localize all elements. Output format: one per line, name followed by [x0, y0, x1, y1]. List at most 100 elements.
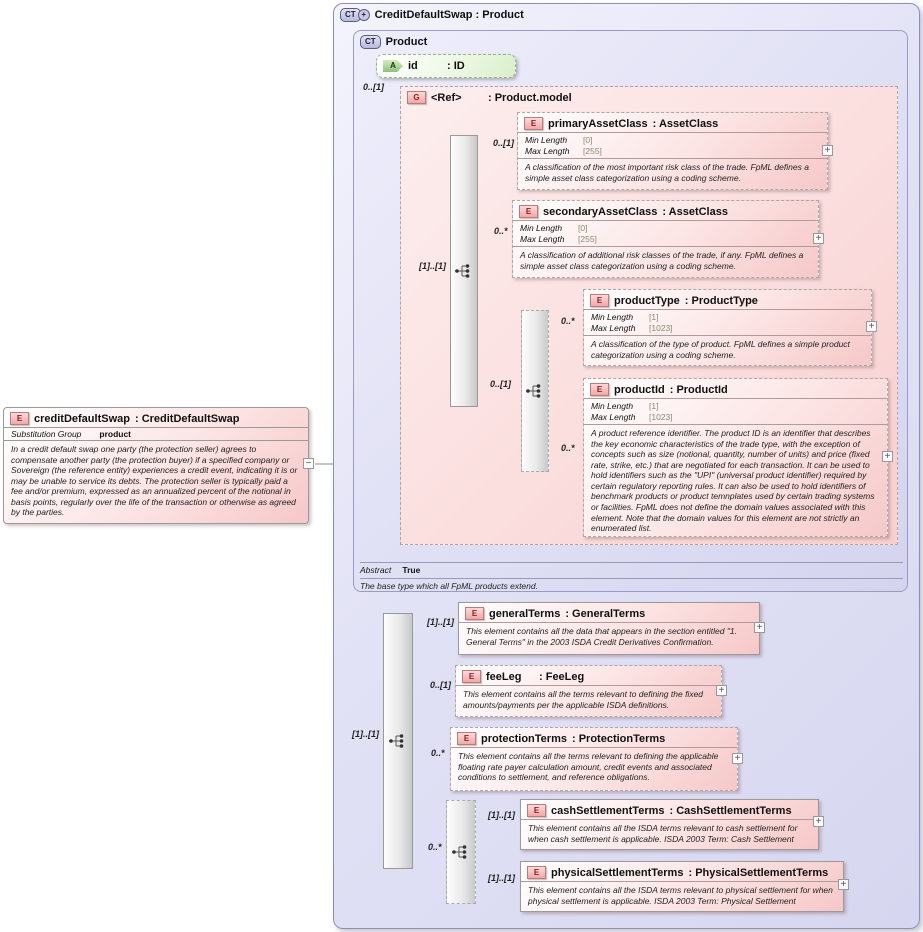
expand-button[interactable]: +	[866, 321, 877, 332]
sequence-connector-cds-terms	[383, 613, 413, 869]
facet-label: Max Length	[520, 233, 565, 244]
expand-button[interactable]: +	[838, 879, 849, 890]
element-name: secondaryAssetClass	[543, 205, 658, 218]
element-icon: E	[524, 117, 543, 130]
facet-value: [255]	[583, 145, 602, 156]
cardinality-fee-leg: 0..[1]	[430, 680, 452, 690]
element-icon: E	[590, 383, 609, 396]
element-box-secondary-asset-class[interactable]: E secondaryAssetClass : AssetClass Min L…	[512, 200, 819, 278]
attribute-icon: A	[383, 60, 403, 72]
element-type: : GeneralTerms	[565, 607, 646, 620]
element-icon: E	[10, 412, 29, 425]
element-icon: E	[519, 205, 538, 218]
element-box-physical-settlement-terms[interactable]: E physicalSettlementTerms : PhysicalSett…	[520, 861, 844, 912]
element-icon: E	[527, 804, 546, 817]
element-box-product-id[interactable]: E productId : ProductId Min Length [1] Ma…	[583, 378, 888, 537]
expand-button[interactable]: +	[882, 451, 893, 462]
expand-button[interactable]: +	[754, 622, 765, 633]
facet-value: [1023]	[649, 411, 673, 422]
facet-value: [1]	[649, 312, 659, 322]
facet-label: Max Length	[591, 411, 636, 422]
attribute-box-id[interactable]: A id : ID	[376, 54, 516, 78]
element-description: This element contains all the ISDA terms…	[521, 819, 818, 847]
abstract-row: Abstract True	[360, 562, 903, 575]
facet-value: [1]	[649, 401, 659, 411]
facet-label: Min Length	[525, 135, 568, 145]
facet-value: [1023]	[649, 322, 673, 333]
sequence-connector-product-ids	[521, 310, 549, 472]
element-name: cashSettlementTerms	[551, 804, 665, 817]
group-icon: G	[407, 91, 426, 104]
cardinality-cash-settlement: [1]..[1]	[488, 810, 515, 820]
element-box-general-terms[interactable]: E generalTerms : GeneralTerms This eleme…	[458, 602, 760, 655]
root-type-title: CreditDefaultSwap : Product	[374, 9, 524, 21]
substitution-group-value: product	[99, 429, 132, 439]
element-type: : AssetClass	[662, 205, 728, 218]
cardinality-seq-inner: 0..[1]	[490, 379, 512, 389]
element-type: : CashSettlementTerms	[669, 804, 792, 817]
element-name: productId	[614, 383, 665, 396]
expand-button[interactable]: +	[732, 753, 743, 764]
sequence-icon	[526, 384, 541, 398]
sequence-icon	[452, 845, 467, 859]
element-description: A classification of additional risk clas…	[520, 250, 804, 271]
substitution-group-label: Substitution Group	[11, 429, 82, 439]
base-type-header: CT Product	[354, 31, 907, 51]
cardinality-protection-terms: 0..*	[431, 748, 445, 758]
abstract-value: True	[402, 565, 421, 575]
element-name: generalTerms	[489, 607, 561, 620]
cardinality-secondary: 0..*	[494, 226, 508, 236]
element-description: This element contains all the ISDA terms…	[521, 881, 843, 909]
expand-button[interactable]: +	[716, 685, 727, 696]
element-icon: E	[527, 866, 546, 879]
element-name: productType	[614, 294, 680, 307]
element-type: : FeeLeg	[539, 670, 585, 683]
element-icon: E	[465, 607, 484, 620]
element-description: This element contains all the data that …	[459, 622, 759, 650]
expand-button[interactable]: +	[822, 145, 833, 156]
element-box-primary-asset-class[interactable]: E primaryAssetClass : AssetClass Min Len…	[517, 112, 828, 190]
sequence-connector-settlement	[446, 800, 476, 904]
facet-label: Min Length	[591, 312, 634, 322]
element-description: This element contains all the terms rele…	[456, 685, 721, 713]
attribute-type: : ID	[447, 60, 465, 72]
facets: Min Length[0] Max Length[255]	[518, 132, 827, 160]
element-type: : CreditDefaultSwap	[134, 412, 240, 425]
collapse-button[interactable]: −	[303, 458, 314, 469]
element-type: : ProtectionTerms	[571, 732, 666, 745]
element-name: protectionTerms	[481, 732, 567, 745]
attribute-name: id	[408, 60, 418, 72]
facets: Min Length[0] Max Length[255]	[513, 220, 818, 248]
substitution-group-row: Substitution Group product	[4, 427, 308, 441]
group-name: <Ref>	[431, 91, 462, 104]
expand-button[interactable]: +	[813, 233, 824, 244]
element-description: A classification of the type of product.…	[591, 339, 850, 360]
element-box-credit-default-swap[interactable]: E creditDefaultSwap : CreditDefaultSwap …	[3, 407, 309, 524]
element-box-cash-settlement-terms[interactable]: E cashSettlementTerms : CashSettlementTe…	[520, 799, 819, 850]
element-type: : PhysicalSettlementTerms	[688, 866, 829, 879]
ct-badge: CT	[360, 35, 381, 49]
element-description: A classification of the most important r…	[525, 162, 809, 183]
base-type-title: Product	[385, 36, 428, 48]
element-type: : ProductId	[669, 383, 728, 396]
cardinality-seq-main: [1]..[1]	[352, 729, 379, 739]
element-type: : ProductType	[684, 294, 758, 307]
element-box-product-type[interactable]: E productType : ProductType Min Length[1…	[583, 289, 872, 366]
element-name: physicalSettlementTerms	[551, 866, 684, 879]
facet-label: Min Length	[520, 223, 563, 233]
cardinality-physical-settlement: [1]..[1]	[488, 873, 515, 883]
cardinality-primary: 0..[1]	[493, 138, 515, 148]
cardinality-product-type: 0..*	[561, 316, 575, 326]
base-type-description: The base type which all FpML products ex…	[360, 578, 903, 591]
element-box-fee-leg[interactable]: E feeLeg : FeeLeg This element contains …	[455, 665, 722, 717]
sequence-icon	[389, 734, 404, 748]
complex-type-extension-icon: CT+	[340, 8, 370, 22]
facets: Min Length [1] Max Length [1023]	[584, 398, 887, 426]
element-icon: E	[457, 732, 476, 745]
cardinality-group-ref: 0..[1]	[363, 82, 385, 92]
element-box-protection-terms[interactable]: E protectionTerms : ProtectionTerms This…	[450, 727, 738, 791]
expand-button[interactable]: +	[813, 816, 824, 827]
facet-label: Min Length	[591, 401, 634, 411]
cardinality-product-id: 0..*	[561, 443, 575, 453]
